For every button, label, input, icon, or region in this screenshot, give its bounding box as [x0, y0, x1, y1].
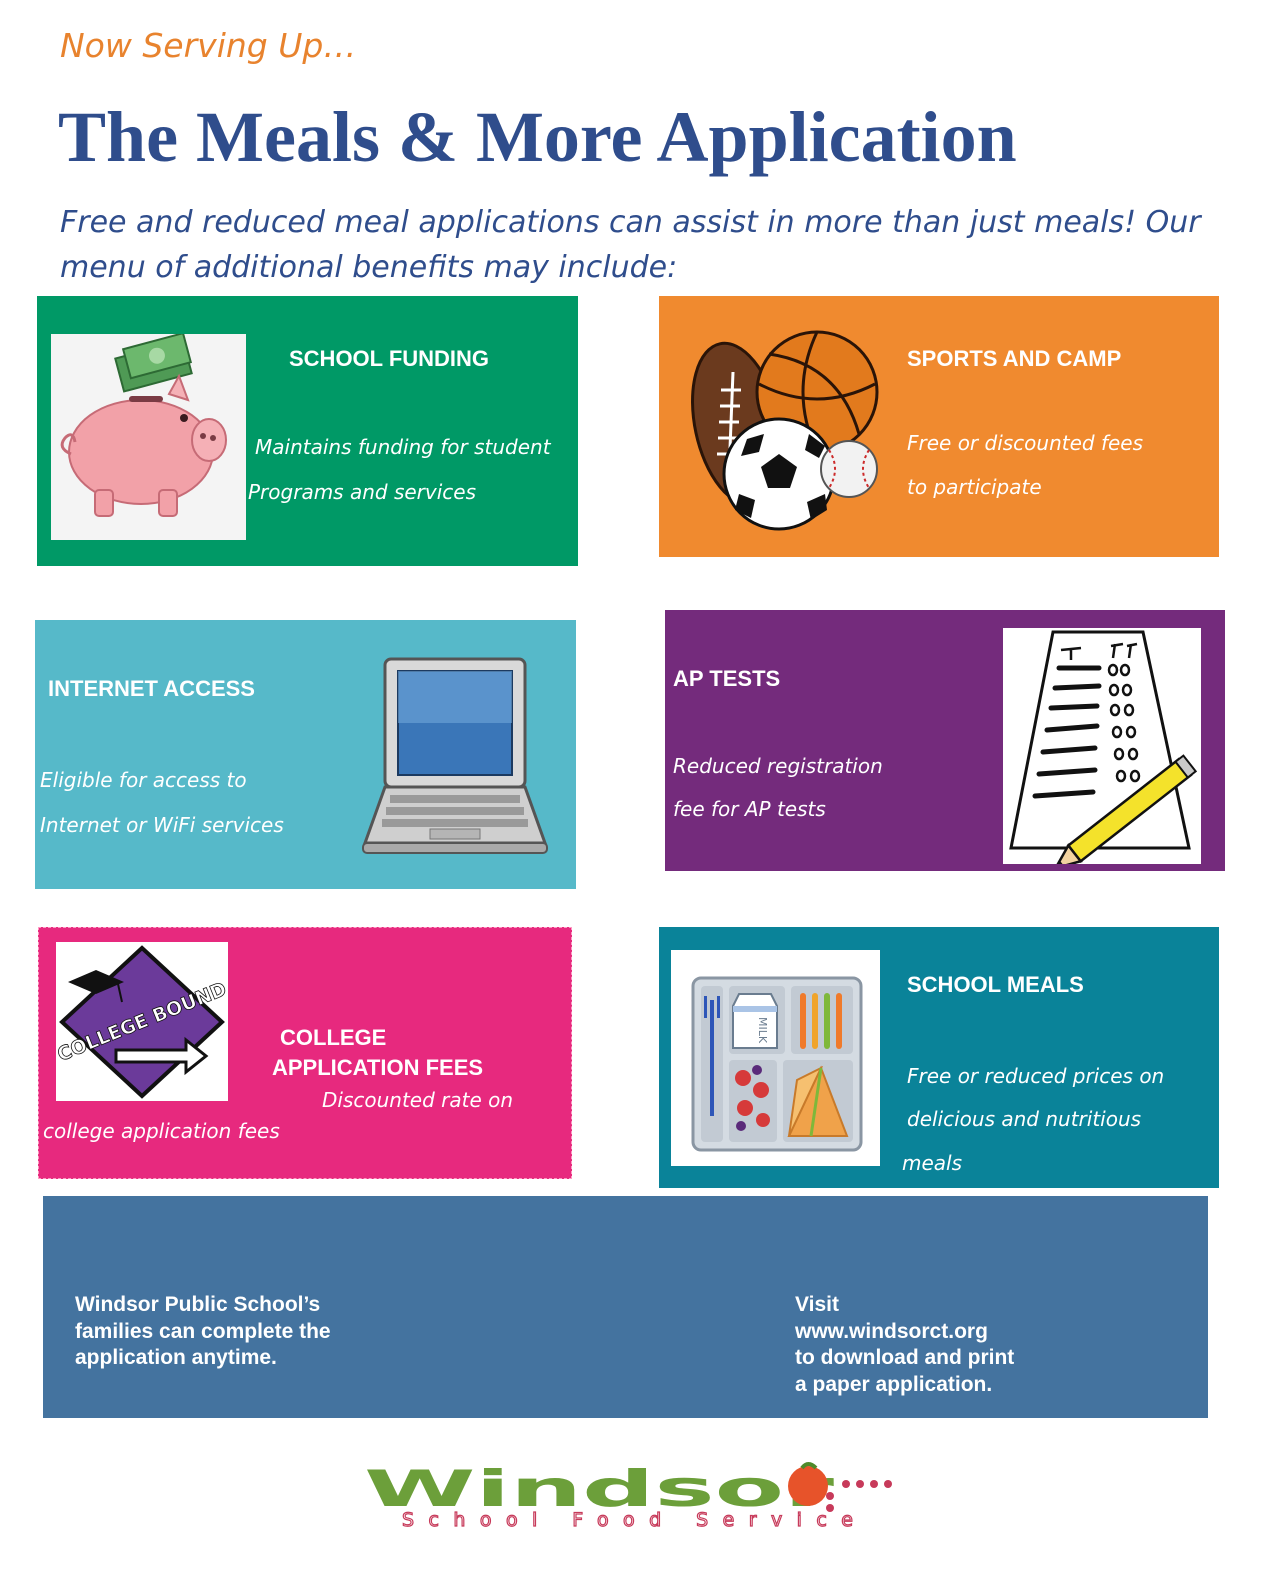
card-college-application-fees: COLLEGE BOUND COLLEGE APPLICATION FEES D… — [38, 927, 572, 1179]
card-school-funding: SCHOOL FUNDING Maintains funding for stu… — [37, 296, 578, 566]
piggy-bank-icon — [51, 331, 246, 540]
sports-balls-icon — [689, 324, 889, 534]
card-sports-and-camp: SPORTS AND CAMP Free or discounted fees … — [659, 296, 1219, 557]
logo-wordmark: Windsor — [364, 1462, 835, 1518]
website-link[interactable]: www.windsorct.org — [795, 1319, 988, 1343]
card-heading: APPLICATION FEES — [272, 1055, 484, 1080]
footer-left-text: Windsor Public School’s families can com… — [75, 1292, 331, 1372]
kicker: Now Serving Up… — [60, 26, 357, 65]
footer-line: a paper application. — [795, 1372, 993, 1396]
laptop-icon — [360, 657, 550, 862]
card-text-line: Free or reduced prices on — [907, 1064, 1165, 1088]
college-bound-sign-icon: COLLEGE BOUND — [54, 942, 230, 1101]
windsor-logo: Windsor School Food Service — [360, 1460, 920, 1542]
card-text-line: Reduced registration — [673, 754, 883, 778]
card-text-line: Eligible for access to — [40, 768, 247, 792]
card-heading: SPORTS AND CAMP — [907, 346, 1122, 371]
footer-right-text: Visit www.windsorct.org to download and … — [795, 1292, 1014, 1398]
card-school-meals: MILK SCHOOL MEALS Free or reduced prices… — [659, 927, 1219, 1188]
intro-text: Free and reduced meal applications can a… — [60, 205, 1201, 285]
card-text-line: meals — [902, 1151, 963, 1175]
footer-banner: Windsor Public School’s families can com… — [43, 1196, 1208, 1418]
card-heading: AP TESTS — [673, 666, 781, 691]
card-ap-tests: AP TESTS Reduced registration fee for AP… — [665, 610, 1225, 871]
milk-label: MILK — [756, 1017, 769, 1044]
footer-line: families can complete the — [75, 1319, 331, 1343]
page-title: The Meals & More Application — [58, 97, 1017, 177]
card-text-line: Discounted rate on — [322, 1088, 514, 1112]
lunch-tray-icon: MILK — [671, 950, 880, 1166]
footer-line: application anytime. — [75, 1346, 277, 1369]
footer-line: Visit — [795, 1293, 839, 1316]
footer-line: to download and print — [795, 1346, 1015, 1369]
card-text-line: Maintains funding for student — [255, 435, 551, 459]
card-text-line: college application fees — [43, 1119, 280, 1143]
card-heading: SCHOOL FUNDING — [289, 346, 490, 371]
card-text-line: Free or discounted fees — [907, 431, 1144, 455]
footer-line: Windsor Public School’s — [75, 1293, 321, 1316]
card-text-line: to participate — [907, 475, 1042, 499]
card-text-line: fee for AP tests — [673, 797, 826, 821]
card-heading: INTERNET ACCESS — [48, 676, 255, 701]
card-text-line: Internet or WiFi services — [40, 813, 284, 837]
card-text-line: Programs and services — [248, 480, 476, 504]
card-heading: SCHOOL MEALS — [907, 972, 1084, 997]
test-paper-icon — [1003, 628, 1201, 871]
card-internet-access: INTERNET ACCESS Eligible for access to I… — [35, 620, 576, 889]
card-text-line: delicious and nutritious — [907, 1107, 1142, 1131]
card-heading: COLLEGE — [280, 1025, 387, 1050]
